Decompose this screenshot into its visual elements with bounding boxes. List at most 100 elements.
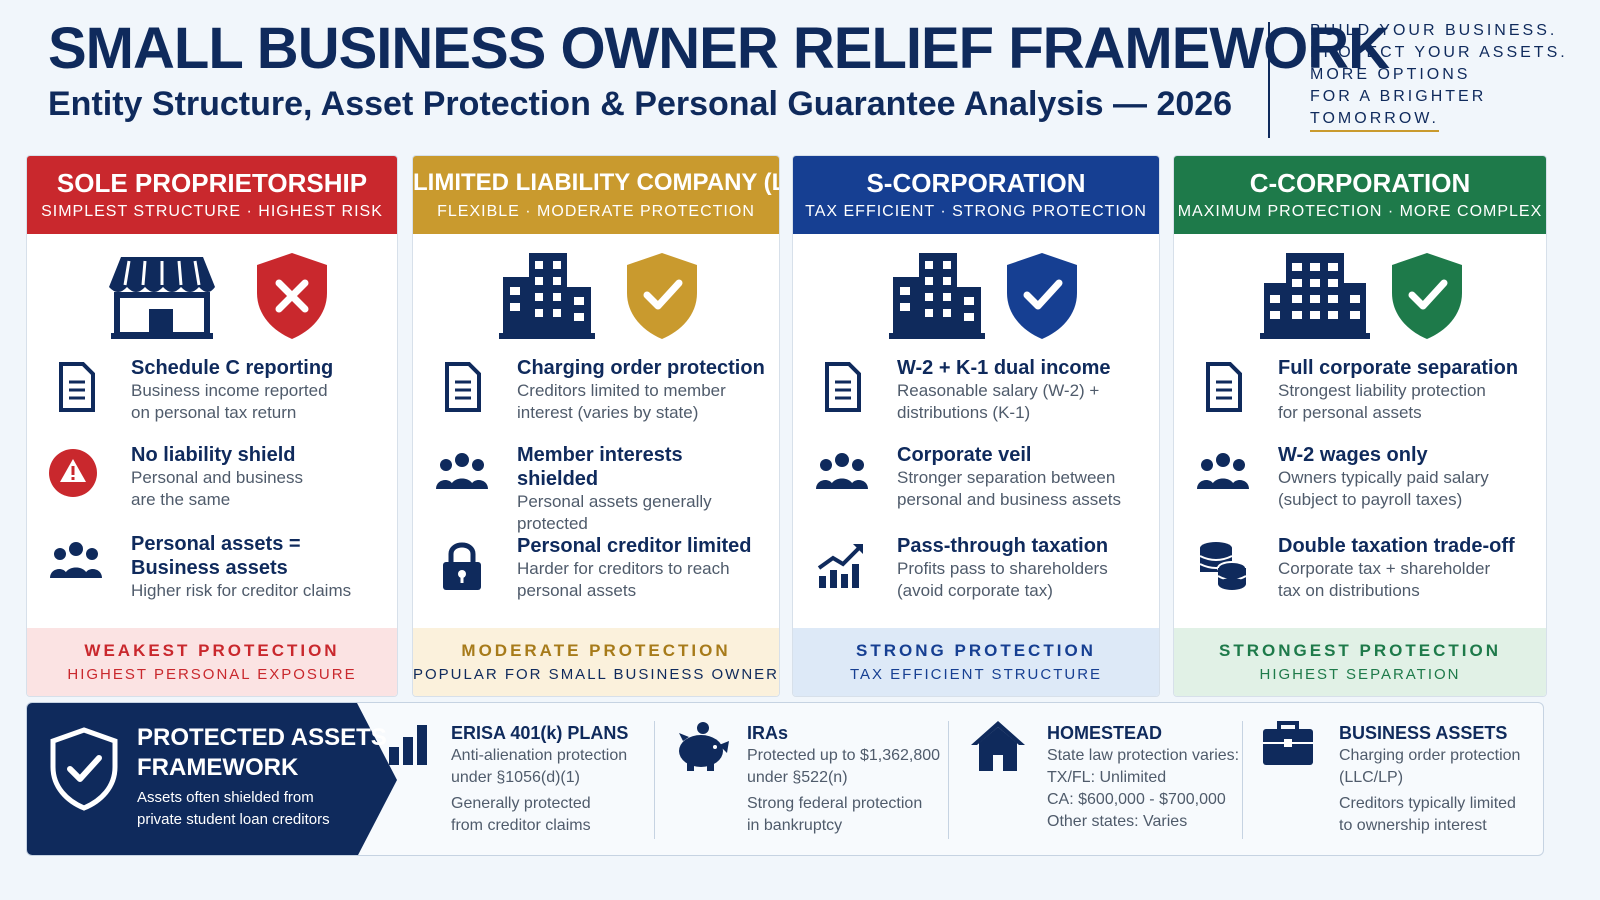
- feature-desc: are the same: [131, 490, 231, 509]
- asset-desc: CA: $600,000 - $700,000: [1047, 791, 1226, 808]
- tagline: BUILD YOUR BUSINESS. PROTECT YOUR ASSETS…: [1310, 20, 1568, 132]
- card-footer: WEAKEST PROTECTION HIGHEST PERSONAL EXPO…: [27, 628, 397, 696]
- protection-note: TAX EFFICIENT STRUCTURE: [849, 666, 1103, 683]
- feature-title: Pass-through taxation: [897, 535, 1109, 557]
- feature-desc: protected: [517, 514, 588, 533]
- office-building-icon: [889, 253, 985, 339]
- feature-desc: (subject to payroll taxes): [1278, 490, 1463, 509]
- lock-icon: [443, 542, 481, 590]
- feature-desc: personal assets: [517, 581, 637, 600]
- asset-desc: Other states: Varies: [1047, 813, 1188, 830]
- protection-note: HIGHEST PERSONAL EXPOSURE: [67, 666, 357, 683]
- card-title: LIMITED LIABILITY COMPANY (LLC): [413, 169, 779, 196]
- document-icon: [1206, 362, 1242, 412]
- card-header: SOLE PROPRIETORSHIP SIMPLEST STRUCTURE ·…: [27, 156, 397, 234]
- panel-title: PROTECTED ASSETS: [137, 724, 387, 751]
- card-header: C-CORPORATION MAXIMUM PROTECTION · MORE …: [1174, 156, 1546, 234]
- feature-title: Schedule C reporting: [131, 357, 334, 379]
- shield-check-icon: [1392, 253, 1462, 339]
- feature-title: Corporate veil: [897, 444, 1032, 466]
- asset-desc: to ownership interest: [1339, 817, 1487, 834]
- shield-check-icon: [50, 727, 118, 811]
- office-building-icon: [499, 253, 595, 339]
- card-subtitle: TAX EFFICIENT · STRONG PROTECTION: [805, 203, 1147, 220]
- banner-background: [27, 703, 397, 855]
- people-icon: [436, 453, 488, 489]
- feature-desc: on personal tax return: [131, 403, 297, 422]
- document-icon: [59, 362, 95, 412]
- tagline-line: FOR A BRIGHTER: [1310, 88, 1487, 105]
- feature-desc: Personal assets generally: [517, 492, 712, 511]
- feature-title: Charging order protection: [517, 357, 765, 379]
- tagline-line: BUILD YOUR BUSINESS.: [1310, 22, 1558, 39]
- shield-x-icon: [257, 253, 327, 339]
- shield-check-icon: [627, 253, 697, 339]
- card-title: S-CORPORATION: [866, 168, 1086, 198]
- asset-title: BUSINESS ASSETS: [1339, 723, 1508, 743]
- asset-desc: TX/FL: Unlimited: [1047, 769, 1167, 786]
- protection-level: MODERATE PROTECTION: [461, 641, 731, 660]
- people-icon: [816, 453, 868, 489]
- header-divider: [1268, 22, 1270, 138]
- feature-title: Full corporate separation: [1278, 357, 1519, 379]
- feature-desc: Reasonable salary (W-2) +: [897, 381, 1100, 400]
- feature-desc: interest (varies by state): [517, 403, 699, 422]
- tagline-line: MORE OPTIONS: [1310, 66, 1471, 83]
- page-title: SMALL BUSINESS OWNER RELIEF FRAMEWORK: [48, 16, 1390, 81]
- asset-desc: under §522(n): [747, 769, 848, 786]
- feature-title: Double taxation trade-off: [1278, 535, 1515, 557]
- feature-desc: Business income reported: [131, 381, 328, 400]
- asset-desc: under §1056(d)(1): [451, 769, 580, 786]
- feature-desc: Personal and business: [131, 468, 304, 487]
- card-subtitle: FLEXIBLE · MODERATE PROTECTION: [437, 203, 755, 220]
- feature-desc: for personal assets: [1278, 403, 1422, 422]
- asset-desc: Strong federal protection: [747, 795, 923, 812]
- asset-column-business: BUSINESS ASSETS Charging order protectio…: [1261, 703, 1541, 855]
- card-footer: MODERATE PROTECTION POPULAR FOR SMALL BU…: [413, 628, 779, 696]
- document-icon: [825, 362, 861, 412]
- piggy-bank-icon: [679, 722, 729, 771]
- card-icons: [1174, 251, 1546, 343]
- feature-desc: Stronger separation between: [897, 468, 1116, 487]
- protected-assets-banner: PROTECTED ASSETS FRAMEWORK Assets often …: [27, 703, 399, 855]
- feature-desc: Harder for creditors to reach: [517, 559, 730, 578]
- asset-desc: Charging order protection: [1339, 747, 1521, 764]
- asset-desc: Generally protected: [451, 795, 591, 812]
- growth-chart-icon: [817, 544, 863, 588]
- briefcase-icon: [1263, 721, 1313, 765]
- asset-column-erisa: ERISA 401(k) PLANS Anti-alienation prote…: [387, 703, 657, 855]
- feature-title: Personal creditor limited: [517, 535, 752, 557]
- people-icon: [50, 542, 102, 578]
- card-title: C-CORPORATION: [1249, 168, 1471, 198]
- tagline-line: PROTECT YOUR ASSETS.: [1310, 44, 1568, 61]
- panel-title: FRAMEWORK: [137, 754, 299, 781]
- card-icons: [793, 251, 1159, 343]
- feature-title: W-2 + K-1 dual income: [897, 357, 1111, 379]
- column-divider: [948, 721, 949, 839]
- feature-desc: Higher risk for creditor claims: [131, 581, 352, 600]
- asset-column-homestead: HOMESTEAD State law protection varies: T…: [969, 703, 1249, 855]
- card-footer: STRONG PROTECTION TAX EFFICIENT STRUCTUR…: [793, 628, 1159, 696]
- asset-desc: Anti-alienation protection: [451, 747, 628, 764]
- protection-note: HIGHEST SEPARATION: [1259, 666, 1461, 683]
- asset-desc: Protected up to $1,362,800: [747, 747, 941, 764]
- feature-desc: Creditors limited to member: [517, 381, 726, 400]
- feature-desc: Strongest liability protection: [1278, 381, 1486, 400]
- feature-desc: (avoid corporate tax): [897, 581, 1053, 600]
- feature-title: Business assets: [131, 557, 288, 579]
- page-subtitle: Entity Structure, Asset Protection & Per…: [48, 85, 1233, 123]
- panel-desc: private student loan creditors: [137, 811, 330, 828]
- card-llc: LIMITED LIABILITY COMPANY (LLC) FLEXIBLE…: [412, 155, 780, 697]
- card-title: SOLE PROPRIETORSHIP: [56, 168, 368, 198]
- asset-desc: in bankruptcy: [747, 817, 843, 834]
- protection-level: WEAKEST PROTECTION: [84, 641, 340, 660]
- protection-note: POPULAR FOR SMALL BUSINESS OWNERS: [413, 666, 780, 683]
- panel-desc: Assets often shielded from: [137, 789, 314, 806]
- feature-desc: tax on distributions: [1278, 581, 1420, 600]
- asset-desc: State law protection varies:: [1047, 747, 1240, 764]
- card-subtitle: MAXIMUM PROTECTION · MORE COMPLEX: [1177, 203, 1543, 220]
- asset-title: ERISA 401(k) PLANS: [451, 723, 629, 743]
- asset-column-iras: IRAs Protected up to $1,362,800 under §5…: [675, 703, 955, 855]
- people-icon: [1197, 453, 1249, 489]
- feature-desc: personal and business assets: [897, 490, 1121, 509]
